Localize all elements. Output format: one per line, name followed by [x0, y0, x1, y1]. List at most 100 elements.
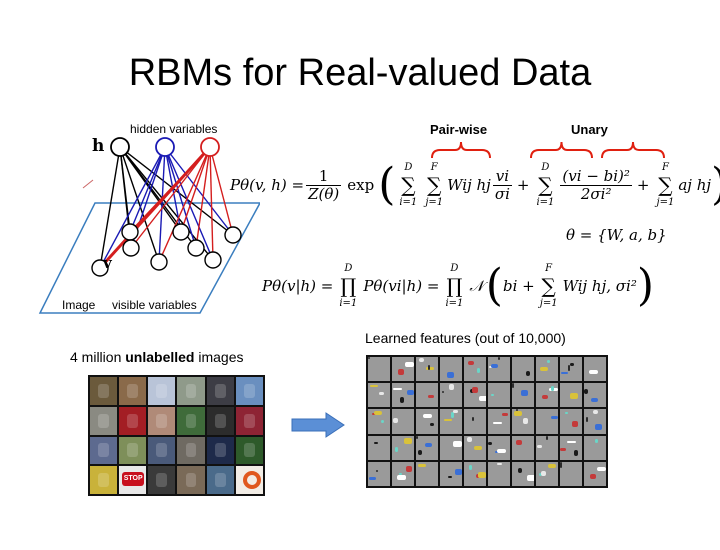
photo-detail	[127, 443, 139, 458]
sum-upper: D	[404, 162, 413, 173]
feature-filter	[512, 383, 534, 408]
feature-filter	[488, 435, 510, 460]
hidden-unit	[200, 137, 220, 157]
caption-suffix: images	[194, 349, 244, 365]
filter-blob	[449, 384, 454, 391]
filter-blob	[570, 363, 574, 366]
feature-filter	[368, 357, 390, 382]
filter-blob	[593, 410, 598, 415]
filter-blob	[572, 421, 578, 428]
filter-blob	[521, 390, 528, 397]
sum-lower: i=1	[399, 197, 418, 208]
feature-filter	[416, 409, 438, 434]
filter-blob	[516, 409, 518, 412]
prod-upper: D	[344, 263, 353, 274]
connection-edge	[129, 146, 211, 233]
filter-blob	[425, 442, 432, 447]
connection-edge	[164, 146, 214, 261]
feature-filter	[488, 383, 510, 408]
filter-blob	[472, 387, 478, 394]
visible-unit	[122, 239, 140, 257]
sky-photo	[235, 377, 263, 405]
photo-detail	[243, 443, 255, 458]
connection-edge	[164, 146, 234, 236]
filter-blob	[406, 465, 412, 472]
feature-filter	[392, 383, 414, 408]
bird-photo	[90, 466, 118, 494]
feature-filter	[464, 409, 486, 434]
feature-filter	[440, 435, 462, 460]
photo-detail	[185, 383, 197, 398]
curly-brace	[601, 141, 665, 159]
energy-lhs: Pθ(v, h) =	[230, 176, 305, 194]
image-caption: Image	[62, 298, 96, 312]
hidden-layer-label: h	[92, 136, 105, 156]
feature-filter	[584, 383, 606, 408]
sum-i-pairwise: D ∑ i=1	[397, 159, 419, 211]
feature-filter	[392, 409, 414, 434]
connection-edge	[158, 146, 166, 263]
caption-bold: unlabelled	[125, 349, 195, 365]
pairwise-term: Wij hj	[447, 176, 491, 194]
bottle-photo	[206, 406, 234, 435]
feature-filter	[512, 461, 534, 486]
red-photo	[119, 406, 147, 435]
filter-blob	[568, 365, 570, 371]
sum-j-mean: F ∑ j=1	[538, 260, 560, 312]
photo-detail	[156, 473, 168, 488]
filter-blob	[516, 439, 522, 445]
photo-detail	[156, 383, 168, 398]
visible-plane	[38, 202, 262, 314]
connection-edge	[209, 146, 214, 261]
photo-detail	[127, 383, 139, 398]
filter-blob	[479, 396, 486, 402]
filter-blob	[478, 471, 486, 478]
filter-blob	[379, 392, 384, 396]
filter-blob	[416, 435, 418, 439]
filter-blob	[560, 447, 566, 451]
tree-photo	[177, 406, 205, 435]
feature-filter	[584, 461, 606, 486]
filter-blob	[472, 417, 474, 422]
filter-blob	[498, 357, 500, 360]
sigma-symbol: ∑	[538, 173, 553, 197]
conditional-equation: Pθ(v|h) = D ∏ i=1 Pθ(vi|h) = D ∏ i=1 𝒩 (…	[262, 260, 654, 312]
photo-detail	[214, 473, 226, 488]
parameters-theta: θ = {W, a, b}	[566, 226, 667, 244]
stop-sign-text: STOP	[122, 472, 145, 487]
filter-blob	[542, 395, 548, 400]
feature-filter	[440, 409, 462, 434]
fraction-denominator: 2σi²	[560, 184, 632, 203]
feature-filter	[560, 357, 582, 382]
photo-detail	[214, 443, 226, 458]
connection-edge	[99, 146, 121, 269]
normal-mean-sum-term: Wij hj, σi²	[562, 277, 637, 295]
visible-unit	[172, 223, 190, 241]
filter-blob	[428, 365, 430, 370]
feature-filter	[536, 409, 558, 434]
filter-blob	[477, 368, 480, 373]
filter-blob	[428, 395, 434, 399]
sigma-symbol: ∑	[427, 173, 442, 197]
photo-detail	[243, 383, 255, 398]
filter-blob	[518, 467, 522, 473]
filter-blob	[547, 360, 550, 363]
sum-j-unary: F ∑ j=1	[655, 159, 677, 211]
stone-photo	[90, 406, 118, 435]
sum-upper: F	[430, 162, 438, 173]
curly-brace	[431, 141, 491, 159]
filter-blob	[468, 361, 474, 365]
filter-blob	[551, 386, 554, 392]
photo-detail	[243, 413, 255, 428]
feature-filter	[560, 461, 582, 486]
car-photo	[206, 377, 234, 405]
filter-blob	[570, 393, 578, 400]
feature-filter	[488, 461, 510, 486]
connection-edge	[195, 146, 211, 249]
filter-blob	[502, 413, 508, 417]
learned-features-caption: Learned features (out of 10,000)	[365, 330, 566, 346]
sigma-symbol: ∑	[658, 173, 673, 197]
right-arrow-icon	[291, 412, 345, 438]
feature-filter	[464, 357, 486, 382]
filter-blob	[368, 357, 370, 359]
